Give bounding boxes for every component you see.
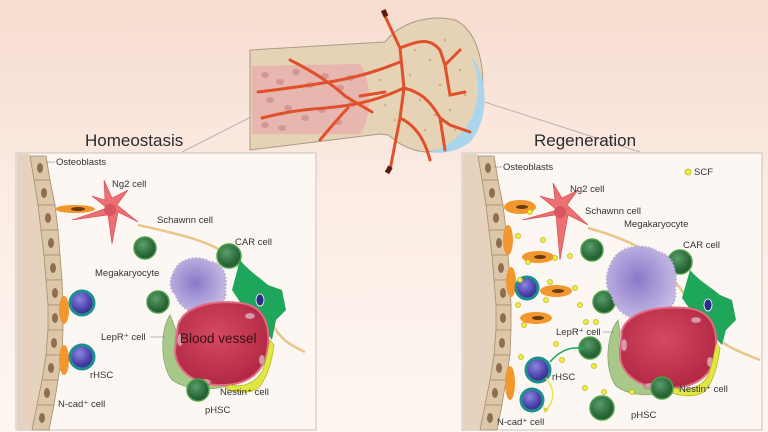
- label-phsc: pHSC: [631, 410, 656, 421]
- vessel-cut-top: [380, 9, 389, 18]
- ncad-cell: [59, 296, 69, 324]
- scf-particles: [515, 209, 635, 395]
- homeostasis-panel: Osteoblasts Ng2 cell Schawnn cell CAR ce…: [15, 152, 317, 431]
- nestin-cell: [669, 343, 721, 397]
- rhsc-purple: [519, 387, 545, 413]
- rhsc-purple: [524, 356, 552, 384]
- bone-vasculature: [256, 12, 472, 172]
- label-ng2-cell: Ng2 cell: [570, 184, 604, 195]
- label-ncad-cell: N-cad⁺ cell: [58, 399, 105, 410]
- blood-vessel: [173, 301, 270, 387]
- rhsc-purple: [68, 343, 96, 371]
- label-ng2-cell: Ng2 cell: [112, 179, 146, 190]
- label-osteoblasts: Osteoblasts: [56, 157, 106, 168]
- label-nestin-cell: Nestin⁺ cell: [220, 387, 269, 398]
- phsc: [589, 395, 615, 421]
- label-lepr-cell: LepR⁺ cell: [101, 332, 146, 343]
- ng2-cell: [521, 182, 589, 261]
- label-car-cell: CAR cell: [235, 237, 272, 248]
- label-osteoblasts: Osteoblasts: [503, 162, 553, 173]
- label-blood-vessel: Blood vessel: [180, 331, 257, 346]
- ng2-cell: [71, 179, 139, 245]
- label-nestin-cell: Nestin⁺ cell: [679, 384, 728, 395]
- label-schwann-cell: Schawnn cell: [157, 215, 213, 226]
- rhsc-purple: [68, 289, 96, 317]
- self-renewal-arrow: [545, 377, 554, 411]
- blood-vessel: [618, 306, 718, 390]
- hsc-green: [580, 238, 604, 262]
- label-rhsc: rHSC: [90, 370, 113, 381]
- label-lepr-cell: LepR⁺ cell: [556, 327, 601, 338]
- vessel-cut-bottom: [384, 165, 393, 175]
- hsc-green: [146, 290, 170, 314]
- label-ncad-cell: N-cad⁺ cell: [497, 417, 544, 428]
- regeneration-panel: Osteoblasts SCF Ng2 cell Schawnn cell Me…: [461, 152, 763, 431]
- phsc: [186, 378, 210, 402]
- hsc-green: [133, 236, 157, 260]
- rhsc-purple: [514, 275, 540, 301]
- hsc-green: [216, 243, 242, 269]
- label-rhsc: rHSC: [552, 372, 575, 383]
- articular-cartilage: [428, 55, 485, 153]
- label-car-cell: CAR cell: [683, 240, 720, 251]
- osteoblast-layer: [477, 155, 512, 431]
- schwann-cell-fiber: [587, 226, 761, 362]
- bone-illustration: [181, 9, 641, 175]
- label-scf: SCF: [694, 167, 713, 178]
- homeostasis-title: Homeostasis: [85, 131, 183, 150]
- label-phsc: pHSC: [205, 405, 230, 416]
- ncad-cell: [59, 345, 69, 375]
- bone-surface: [17, 154, 52, 430]
- label-schwann-cell: Schawnn cell: [585, 206, 641, 217]
- bone-surface: [463, 154, 500, 430]
- regeneration-title: Regeneration: [534, 131, 636, 150]
- nestin-cell: [224, 339, 275, 393]
- scf-legend-dot: [684, 168, 692, 176]
- phsc: [650, 376, 674, 400]
- activation-arrow: [549, 347, 581, 363]
- label-megakaryocyte: Megakaryocyte: [624, 219, 688, 230]
- osteoblast-layer: [29, 155, 64, 431]
- label-megakaryocyte: Megakaryocyte: [95, 268, 159, 279]
